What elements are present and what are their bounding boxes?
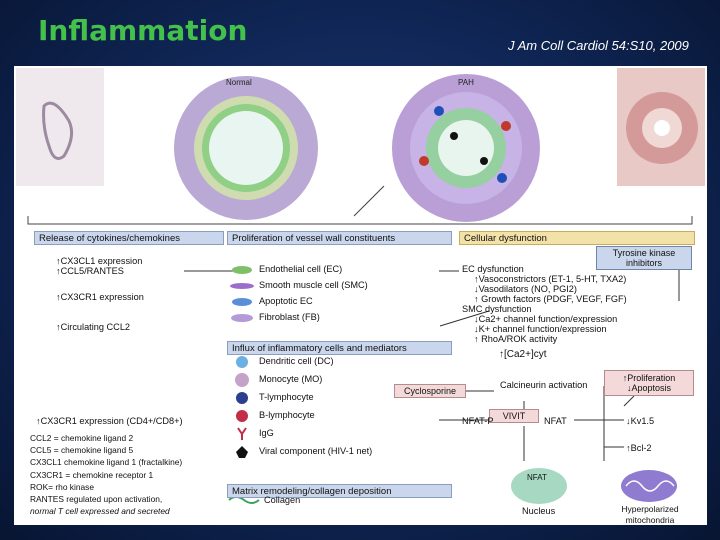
smc-dysfunction-line: ↑ RhoA/ROK activity <box>474 334 558 344</box>
kv-label: ↓Kv1.5 <box>626 416 655 426</box>
influx-header: Influx of inflammatory cells and mediato… <box>227 341 452 355</box>
inflammatory-cell-label: Monocyte (MO) <box>259 374 323 384</box>
cytokine-item: ↑CX3CR1 expression <box>56 292 144 302</box>
ec-dysfunction-line: EC dysfunction <box>462 264 524 274</box>
vivit-box: VIVIT <box>489 409 539 423</box>
citation: J Am Coll Cardiol 54:S10, 2009 <box>508 38 689 53</box>
inflammatory-cell-label: IgG <box>259 428 274 438</box>
matrix-header: Matrix remodeling/collagen deposition <box>227 484 452 498</box>
cell-type-label: Smooth muscle cell (SMC) <box>259 280 368 290</box>
figure-illustration <box>16 68 705 504</box>
proliferation-apoptosis-box: ↑Proliferation ↓Apoptosis <box>604 370 694 396</box>
viral-component-icon <box>236 446 248 458</box>
cell-type-label: Apoptotic EC <box>259 296 313 306</box>
abbreviations-note: CCL2 = chemokine ligand 2 CCL5 = chemoki… <box>30 432 182 517</box>
inflammatory-cell-label: Dendritic cell (DC) <box>259 356 334 366</box>
figure-panel: Normal PAH Release of cytokines/chemokin… <box>14 66 707 525</box>
cytokine-item: ↑CCL5/RANTES <box>56 266 124 276</box>
nfat-nucleus-label: NFAT <box>527 473 547 482</box>
ec-dysfunction-line: ↓Vasodilators (NO, PGI2) <box>474 284 577 294</box>
cell-type-label: Fibroblast (FB) <box>259 312 320 322</box>
cytokine-item: ↑Circulating CCL2 <box>56 322 131 332</box>
monocyte-icon <box>235 373 249 387</box>
smc-dysfunction-line: ↓Ca2+ channel function/expression <box>474 314 618 324</box>
proliferation-label: ↑Proliferation <box>622 373 676 383</box>
abbreviation-line: CX3CR1 = chemokine receptor 1 <box>30 469 154 480</box>
smc-dysfunction-line: ↓K+ channel function/expression <box>474 324 607 334</box>
normal-label: Normal <box>226 78 252 87</box>
abbreviation-line: CCL2 = chemokine ligand 2 <box>30 433 134 443</box>
bcl-label: ↑Bcl-2 <box>626 443 652 453</box>
inflammatory-cell-label: B-lymphocyte <box>259 410 315 420</box>
apoptotic-ec-icon <box>232 298 252 306</box>
vessel-outline <box>42 101 74 160</box>
t-lymphocyte-icon <box>236 392 248 404</box>
proliferation-header: Proliferation of vessel wall constituent… <box>227 231 452 245</box>
calcium-label: ↑[Ca2+]cyt <box>499 349 547 360</box>
mitochondria-label: Hyperpolarized mitochondria <box>621 504 679 525</box>
fibroblast-icon <box>231 314 253 322</box>
mitochondria-icon <box>621 470 677 502</box>
cellular-header: Cellular dysfunction <box>459 231 695 245</box>
cell-type-label: Endothelial cell (EC) <box>259 264 343 274</box>
abbreviation-line: CCL5 = chemokine ligand 5 <box>30 445 134 456</box>
tyrosine-kinase-box: Tyrosine kinase inhibitors <box>596 246 692 270</box>
nucleus-label: Nucleus <box>522 506 556 516</box>
b-lymphocyte-icon <box>236 410 248 422</box>
nucleus-icon <box>511 468 567 504</box>
cyclosporine-box: Cyclosporine <box>394 384 466 398</box>
cytokine-item: ↑CX3CL1 expression <box>56 256 143 266</box>
ec-dysfunction-line: ↑ Growth factors (PDGF, VEGF, FGF) <box>474 294 627 304</box>
abbreviation-line: RANTES regulated upon activation, <box>30 494 163 505</box>
endothelial-cell-icon <box>232 266 252 274</box>
abbreviation-line: ROK= rho kinase <box>30 481 95 492</box>
collagen-label: Collagen <box>264 495 301 505</box>
inflammatory-cell-label: T-lymphocyte <box>259 392 314 402</box>
igg-icon <box>237 427 247 440</box>
smc-dysfunction-line: SMC dysfunction <box>462 304 532 314</box>
slide-title: Inflammation <box>38 14 248 47</box>
dendritic-cell-icon <box>236 356 248 368</box>
calcineurin-label: Calcineurin activation <box>500 380 588 390</box>
cytokines-header: Release of cytokines/chemokines <box>34 231 224 245</box>
pah-label: PAH <box>458 78 474 87</box>
histology-normal-image <box>16 68 104 186</box>
nfat-label: NFAT <box>544 416 567 426</box>
inflammatory-cell-label: Viral component (HIV-1 net) <box>259 446 373 456</box>
nfat-p-label: NFAT-P <box>462 416 494 426</box>
abbreviation-line: CX3CL1 chemokine ligand 1 (fractalkine) <box>30 457 183 468</box>
smooth-muscle-cell-icon <box>230 283 254 289</box>
abbreviation-line: normal T cell expressed and secreted <box>30 506 170 517</box>
cytokine-item: ↑CX3CR1 expression (CD4+/CD8+) <box>36 416 183 426</box>
ec-dysfunction-line: ↑Vasoconstrictors (ET-1, 5-HT, TXA2) <box>474 274 627 284</box>
apoptosis-label: ↓Apoptosis <box>626 383 672 393</box>
